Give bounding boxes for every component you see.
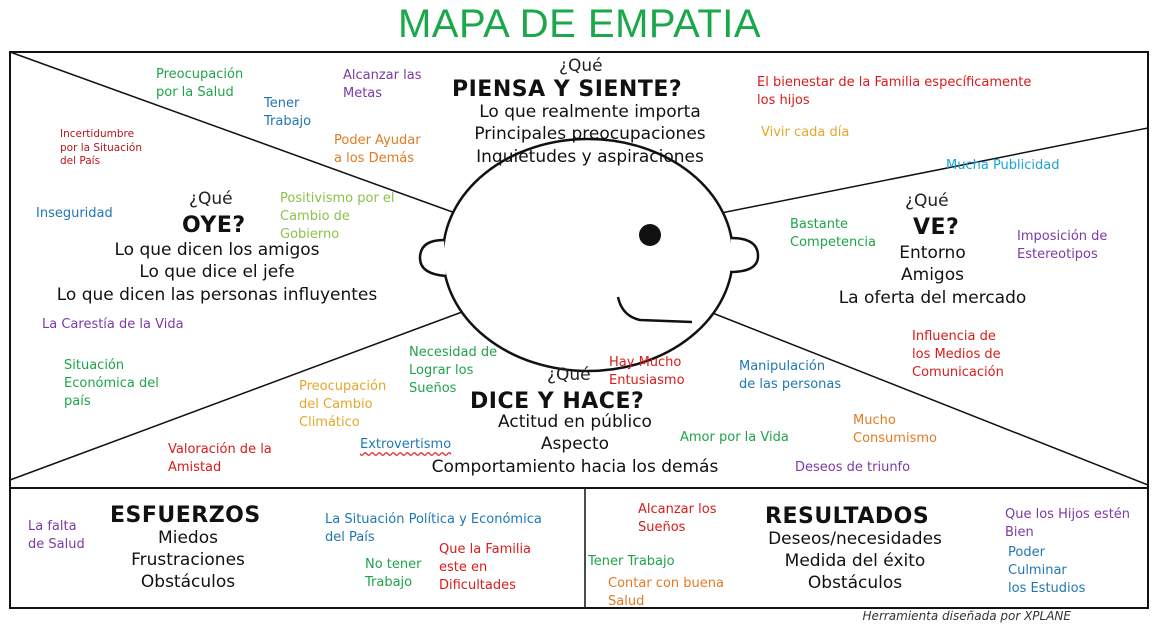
- ve-heading: VE?: [913, 215, 960, 240]
- note-buena-salud: Contar con buena Salud: [608, 576, 724, 609]
- page-title: MAPA DE EMPATIA: [397, 2, 762, 46]
- esfuerzos-heading: ESFUERZOS: [110, 503, 261, 528]
- note-alcanzar-suenos: Alcanzar los Sueños: [638, 502, 717, 535]
- note-poder-ayudar: Poder Ayudar a los Demás: [334, 133, 421, 166]
- resultados-lines: Deseos/necesidades Medida del éxito Obst…: [768, 529, 942, 594]
- diag-top-left: [9, 51, 459, 215]
- ve-question: ¿Qué: [905, 191, 949, 211]
- note-situacion-economica: Situación Económica del país: [64, 358, 159, 409]
- diag-bottom-right: [709, 311, 1149, 486]
- note-familia-dificultades: Que la Familia este en Dificultades: [439, 542, 532, 593]
- esfuerzos-lines: Miedos Frustraciones Obstáculos: [131, 528, 245, 593]
- note-influencia-medios: Influencia de los Medios de Comunicación: [912, 329, 1004, 380]
- piensa-heading: PIENSA Y SIENTE?: [452, 77, 683, 102]
- note-valoracion-amistad: Valoración de la Amistad: [168, 442, 272, 475]
- note-falta-salud: La falta de Salud: [28, 519, 85, 552]
- oye-question: ¿Qué: [189, 189, 233, 209]
- piensa-question: ¿Qué: [559, 56, 603, 76]
- note-imposicion-estereotipos: Imposición de Estereotipos: [1017, 229, 1108, 262]
- note-necesidad-suenos: Necesidad de Lograr los Sueños: [409, 345, 498, 396]
- note-culminar-estudios: Poder Culminar los Estudios: [1008, 545, 1086, 596]
- note-preocupacion-cambio-climatico: Preocupación del Cambio Climático: [299, 379, 387, 430]
- mouth: [616, 296, 693, 324]
- piensa-lines: Lo que realmente importa Principales pre…: [474, 102, 706, 167]
- note-bienestar-familia: El bienestar de la Familia específicamen…: [757, 75, 1032, 108]
- eye: [639, 224, 661, 246]
- dice-question: ¿Qué: [547, 365, 591, 385]
- resultados-heading: RESULTADOS: [765, 504, 930, 529]
- note-manipulacion: Manipulación de las personas: [739, 359, 842, 392]
- note-extrovertismo: Extrovertismo: [360, 437, 452, 452]
- note-inseguridad: Inseguridad: [36, 206, 113, 221]
- ve-lines: Entorno Amigos La oferta del mercado: [838, 243, 1027, 308]
- dice-heading: DICE Y HACE?: [470, 389, 645, 414]
- diag-top-right: [715, 127, 1149, 215]
- note-vivir-cada-dia: Vivir cada día: [761, 125, 850, 140]
- note-incertidumbre: Incertidumbre por la Situación del País: [60, 128, 142, 168]
- head-outline: [441, 137, 735, 373]
- note-positivismo: Positivismo por el Cambio de Gobierno: [280, 191, 395, 242]
- note-situacion-politica: La Situación Política y Económica del Pa…: [325, 512, 542, 545]
- credit-text: Herramienta diseñada por XPLANE: [862, 609, 1071, 623]
- outer-border: [9, 51, 1149, 609]
- note-bastante-competencia: Bastante Competencia: [790, 217, 877, 250]
- dice-lines: Actitud en público Aspecto Comportamient…: [431, 412, 719, 477]
- left-ear: [418, 238, 447, 278]
- note-tener-trabajo-top: Tener Trabajo: [264, 96, 312, 129]
- note-tener-trabajo-bottom: Tener Trabajo: [588, 554, 675, 569]
- note-no-tener-trabajo: No tener Trabajo: [365, 557, 422, 590]
- note-preocupacion-salud: Preocupación por la Salud: [156, 67, 244, 100]
- note-mucho-consumismo: Mucho Consumismo: [853, 413, 937, 446]
- right-ear: [729, 236, 760, 274]
- oye-heading: OYE?: [182, 213, 246, 238]
- note-mucha-publicidad: Mucha Publicidad: [946, 158, 1060, 173]
- note-hay-mucho-entusiasmo: Hay Mucho Entusiasmo: [609, 355, 685, 388]
- note-hijos-bien: Que los Hijos estén Bien: [1005, 507, 1131, 540]
- diag-bottom-left: [9, 311, 463, 481]
- note-amor-vida: Amor por la Vida: [680, 430, 789, 445]
- note-alcanzar-metas: Alcanzar las Metas: [343, 68, 422, 101]
- oye-lines: Lo que dicen los amigos Lo que dice el j…: [56, 240, 378, 305]
- note-carestia: La Carestía de la Vida: [42, 317, 184, 332]
- note-deseos-triunfo: Deseos de triunfo: [795, 460, 911, 475]
